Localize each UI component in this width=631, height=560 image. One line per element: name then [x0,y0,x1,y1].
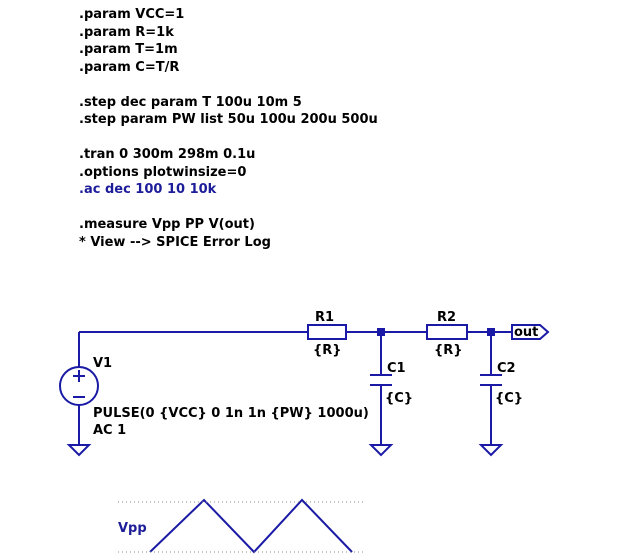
directive-param-c[interactable]: .param C=T/R [79,59,180,75]
directive-param-r[interactable]: .param R=1k [79,24,174,40]
directive-options[interactable]: .options plotwinsize=0 [79,164,247,180]
directive-measure[interactable]: .measure Vpp PP V(out) [79,217,255,232]
resistor-r1-symbol[interactable] [307,324,347,340]
r1-value-label[interactable]: {R} [313,343,342,358]
capacitor-c2-symbol[interactable] [480,374,502,386]
r2-name-label[interactable]: R2 [437,310,457,325]
resistor-r2-symbol[interactable] [426,324,468,340]
v1-value-label[interactable]: PULSE(0 {VCC} 0 1n 1n {PW} 1000u) [93,406,369,421]
c1-value-label[interactable]: {C} [385,391,414,406]
c2-value-label[interactable]: {C} [495,391,524,406]
v1-ac-label[interactable]: AC 1 [93,423,127,438]
output-port-flag[interactable] [511,324,550,340]
directive-ac[interactable]: .ac dec 100 10 10k [79,182,217,197]
directive-param-vcc[interactable]: .param VCC=1 [79,7,185,22]
out-net-label[interactable]: out [514,325,539,340]
plot-gridlines [118,501,364,553]
c2-name-label[interactable]: C2 [497,361,516,376]
r1-name-label[interactable]: R1 [315,310,335,325]
vpp-signal-label: Vpp [118,521,147,536]
wire-net[interactable] [78,331,512,445]
ground-icon[interactable] [368,444,394,457]
directive-step-pw[interactable]: .step param PW list 50u 100u 200u 500u [79,112,378,127]
directive-param-t[interactable]: .param T=1m [79,42,178,57]
junction-dot [377,328,385,336]
spice-directives: .param VCC=1 .param R=1k .param T=1m .pa… [79,6,378,251]
directive-comment[interactable]: * View --> SPICE Error Log [79,234,271,250]
directive-step-t[interactable]: .step dec param T 100u 10m 5 [79,94,302,110]
capacitor-c1-symbol[interactable] [370,374,392,386]
voltage-source-v1-symbol[interactable] [59,366,99,406]
directive-tran[interactable]: .tran 0 300m 298m 0.1u [79,147,256,162]
ground-icon[interactable] [478,444,504,457]
ground-icon[interactable] [66,444,92,457]
junction-dot [487,328,495,336]
r2-value-label[interactable]: {R} [434,343,463,358]
c1-name-label[interactable]: C1 [387,361,406,376]
v1-name-label[interactable]: V1 [93,356,113,371]
vpp-waveform [149,498,353,554]
